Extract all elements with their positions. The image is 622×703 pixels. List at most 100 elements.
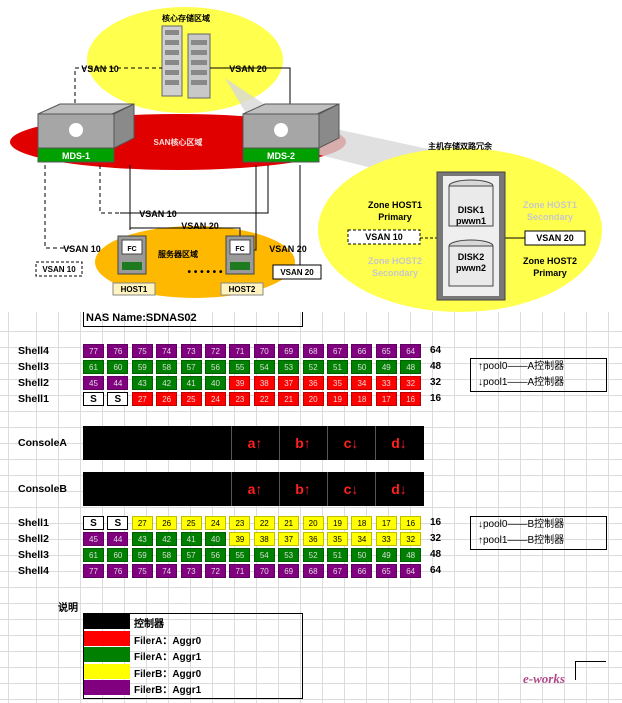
disk-cell: 34 [351,532,373,546]
shelf-count: 16 [430,393,442,404]
storage-array-icon [161,25,211,99]
switch-mds-1: MDS-1 [37,103,135,163]
disk-cell: 50 [351,360,373,374]
shelf-label: Shell1 [18,517,49,529]
shelf-label: Shell2 [18,377,49,389]
disk-cell: 66 [351,564,373,578]
san-topology-diagram: 核心存储区域 SAN核心区域 主机存储双路冗余 服务器区域 [10,7,602,312]
disk-cell: 24 [205,392,226,406]
disk-cell: 18 [351,392,373,406]
disk-cell: 27 [131,392,153,406]
disk-cell: 45 [83,532,104,546]
disk-cell: 39 [229,532,251,546]
disk-cell: 36 [302,532,324,546]
switch1-label: MDS-1 [62,151,90,161]
pool-note-bottom-1: ↑pool1——B控制器 [478,535,565,546]
controller-bar: a↑b↑c↓d↓ [83,426,424,460]
disk-cell: 70 [253,564,275,578]
disk-cell: 37 [278,376,300,390]
shelf-count: 48 [430,549,442,560]
disk-cell: 42 [156,376,178,390]
disk-cell: 58 [156,548,178,562]
disk-cell: 44 [107,532,129,546]
san-core-label: SAN核心区域 [154,137,203,147]
disk-cell: 72 [205,344,226,358]
disk-cell: 77 [83,344,104,358]
vsan10-left-label: VSAN 10 [63,244,101,254]
host2-server: FC HOST2 [220,235,264,296]
disk-cell: 68 [302,344,324,358]
disk-cell: 76 [107,344,129,358]
vsan20-core-label: VSAN 20 [229,64,267,74]
disk-cell: S [83,392,104,406]
disk-cell: 72 [205,564,226,578]
disk-cell: 25 [180,392,202,406]
disk-cell: 60 [107,548,129,562]
disk-cell: 54 [253,548,275,562]
controller-label: ConsoleA [18,437,68,449]
disk-cell: 61 [83,548,104,562]
disk-cell: 17 [375,392,397,406]
disk-cell: 16 [400,392,422,406]
disk-cell: 70 [253,344,275,358]
controller-slot: a↑ [231,426,278,460]
shelf-count: 64 [430,565,442,576]
disk-cell: 20 [302,392,324,406]
host1-server: FC HOST1 [112,235,156,296]
disk-enclosure [436,171,506,301]
disk-cell: 74 [156,344,178,358]
controller-slot: d↓ [375,472,422,506]
disk-cell: 65 [375,564,397,578]
disk-cell: 41 [180,532,202,546]
disk-cell: 51 [327,548,348,562]
shelf-label: Shell1 [18,393,49,405]
disk-cell: 57 [180,360,202,374]
controller-slot: b↑ [279,472,326,506]
legend-text: FilerA：Aggr0 [134,635,202,647]
disk-cell: 67 [327,344,348,358]
vsan10-core-label: VSAN 10 [81,64,119,74]
disk-cell: 18 [351,516,373,530]
disk-cell: 64 [400,344,422,358]
shelf-count: 64 [430,345,442,356]
disk-cell: 49 [375,548,397,562]
disk-cell: 54 [253,360,275,374]
shelf-count: 32 [430,377,442,388]
vsan10-disk-label: VSAN 10 [365,232,403,242]
disk-cell: 19 [327,516,348,530]
disk-cell: 65 [375,344,397,358]
vsan10-box-label: VSAN 10 [42,265,76,274]
disk-cell: 53 [278,360,300,374]
core-storage-label: 核心存储区域 [162,13,210,23]
disk-cell: 34 [351,376,373,390]
legend-swatch [84,680,130,695]
switch2-label: MDS-2 [267,151,295,161]
disk-cell: 48 [400,548,422,562]
disk-cell: 23 [229,392,251,406]
disk-cell: 55 [229,548,251,562]
pool-note-top-1: ↓pool1——A控制器 [478,377,565,388]
disk-cell: 39 [229,376,251,390]
disk-cell: 69 [278,344,300,358]
host2-label: HOST2 [229,285,256,294]
disk-cell: 71 [229,344,251,358]
vsan20-box-label: VSAN 20 [280,268,314,277]
disk-cell: 20 [302,516,324,530]
disk-cell: 59 [131,548,153,562]
disk-cell: S [83,516,104,530]
disk-cell: 76 [107,564,129,578]
disk-cell: 32 [400,532,422,546]
disk-cell: 56 [205,360,226,374]
vsan20-disk-label: VSAN 20 [536,233,574,243]
legend-title: 说明 [58,603,78,614]
shelf-label: Shell2 [18,533,49,545]
disk-cell: 55 [229,360,251,374]
disk-cell: 71 [229,564,251,578]
pool-notes-top-box [470,358,607,392]
controller-slot: a↑ [231,472,278,506]
disk-cell: 43 [131,532,153,546]
nas-name: NAS Name:SDNAS02 [86,312,197,324]
